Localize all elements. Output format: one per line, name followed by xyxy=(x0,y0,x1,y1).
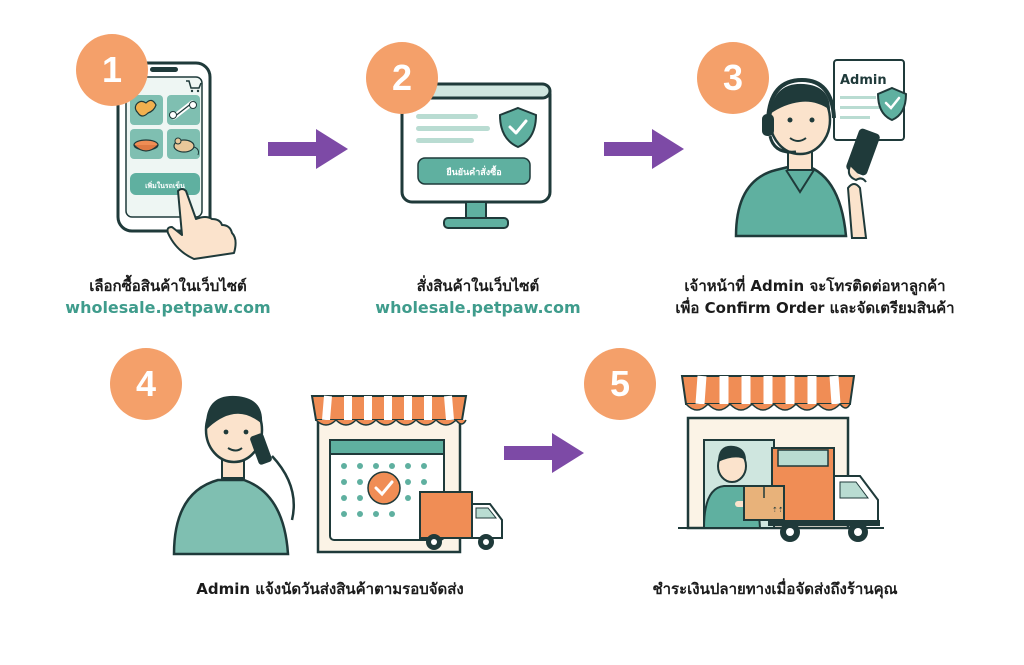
step-3-caption-line-2: เพื่อ Confirm Order และจัดเตรียมสินค้า xyxy=(675,299,955,317)
step-2-caption-text: สั่งสินค้าในเว็บไซต์ xyxy=(416,277,540,295)
bone-icon xyxy=(169,100,197,120)
document-icon: Admin xyxy=(833,59,905,141)
shield-check-icon xyxy=(876,86,908,122)
step-5-caption-text: ชำระเงินปลายทางเมื่อจัดส่งถึงร้านคุณ xyxy=(652,580,898,598)
step-2-illustration: ยืนยันคำสั่งซื้อ xyxy=(400,82,552,229)
arrow-2-to-3 xyxy=(604,129,684,169)
step-2-badge: 2 xyxy=(366,42,438,114)
headset-agent-icon xyxy=(734,77,848,238)
pet-bowl-icon xyxy=(133,139,159,152)
confirm-order-label: ยืนยันคำสั่งซื้อ xyxy=(446,165,502,178)
smartphone-icon xyxy=(846,128,880,239)
confirm-order-button[interactable] xyxy=(417,157,531,185)
document-title: Admin xyxy=(840,73,887,88)
person-on-phone-icon xyxy=(172,395,296,556)
step-1-website-link[interactable]: wholesale.petpaw.com xyxy=(65,298,271,317)
step-4-badge: 4 xyxy=(110,348,182,420)
step-5-caption: ชำระเงินปลายทางเมื่อจัดส่งถึงร้านคุณ xyxy=(600,578,950,600)
step-3-caption: เจ้าหน้าที่ Admin จะโทรติดต่อหาลูกค้า เพ… xyxy=(650,275,980,319)
step-1-caption-text: เลือกซื้อสินค้าในเว็บไซต์ xyxy=(89,277,247,295)
step-1-illustration: เพิ่มในรถเข็น xyxy=(116,61,237,260)
step-3-badge: 3 xyxy=(697,42,769,114)
step-4-caption-text: Admin แจ้งนัดวันส่งสินค้าตามรอบจัดส่ง xyxy=(196,580,464,598)
parcel-box-icon: ⇡⇡ xyxy=(743,485,785,521)
step-5-badge: 5 xyxy=(584,348,656,420)
arrow-1-to-2 xyxy=(268,129,348,169)
step-4-illustration xyxy=(172,395,503,556)
cart-icon xyxy=(186,80,202,93)
step-3-illustration: Admin xyxy=(734,59,908,239)
add-to-cart-label: เพิ่มในรถเข็น xyxy=(145,180,185,190)
step-2-website-link[interactable]: wholesale.petpaw.com xyxy=(375,298,581,317)
mouse-toy-icon xyxy=(173,137,199,156)
step-1-badge: 1 xyxy=(76,34,148,106)
step-1-caption: เลือกซื้อสินค้าในเว็บไซต์ wholesale.petp… xyxy=(38,275,298,319)
delivery-truck-icon xyxy=(419,491,503,550)
svg-text:⇡⇡: ⇡⇡ xyxy=(772,506,784,514)
pointing-hand-icon xyxy=(166,188,237,260)
step-2-caption: สั่งสินค้าในเว็บไซต์ wholesale.petpaw.co… xyxy=(348,275,608,319)
dog-biscuit-icon xyxy=(134,99,157,117)
step-5-illustration: ⇡⇡ xyxy=(678,375,884,542)
shield-check-icon xyxy=(498,106,538,149)
step-3-caption-line-1: เจ้าหน้าที่ Admin จะโทรติดต่อหาลูกค้า xyxy=(684,277,946,295)
step-4-caption: Admin แจ้งนัดวันส่งสินค้าตามรอบจัดส่ง xyxy=(150,578,510,600)
calendar-check-icon xyxy=(329,439,445,541)
arrow-4-to-5 xyxy=(504,433,584,473)
